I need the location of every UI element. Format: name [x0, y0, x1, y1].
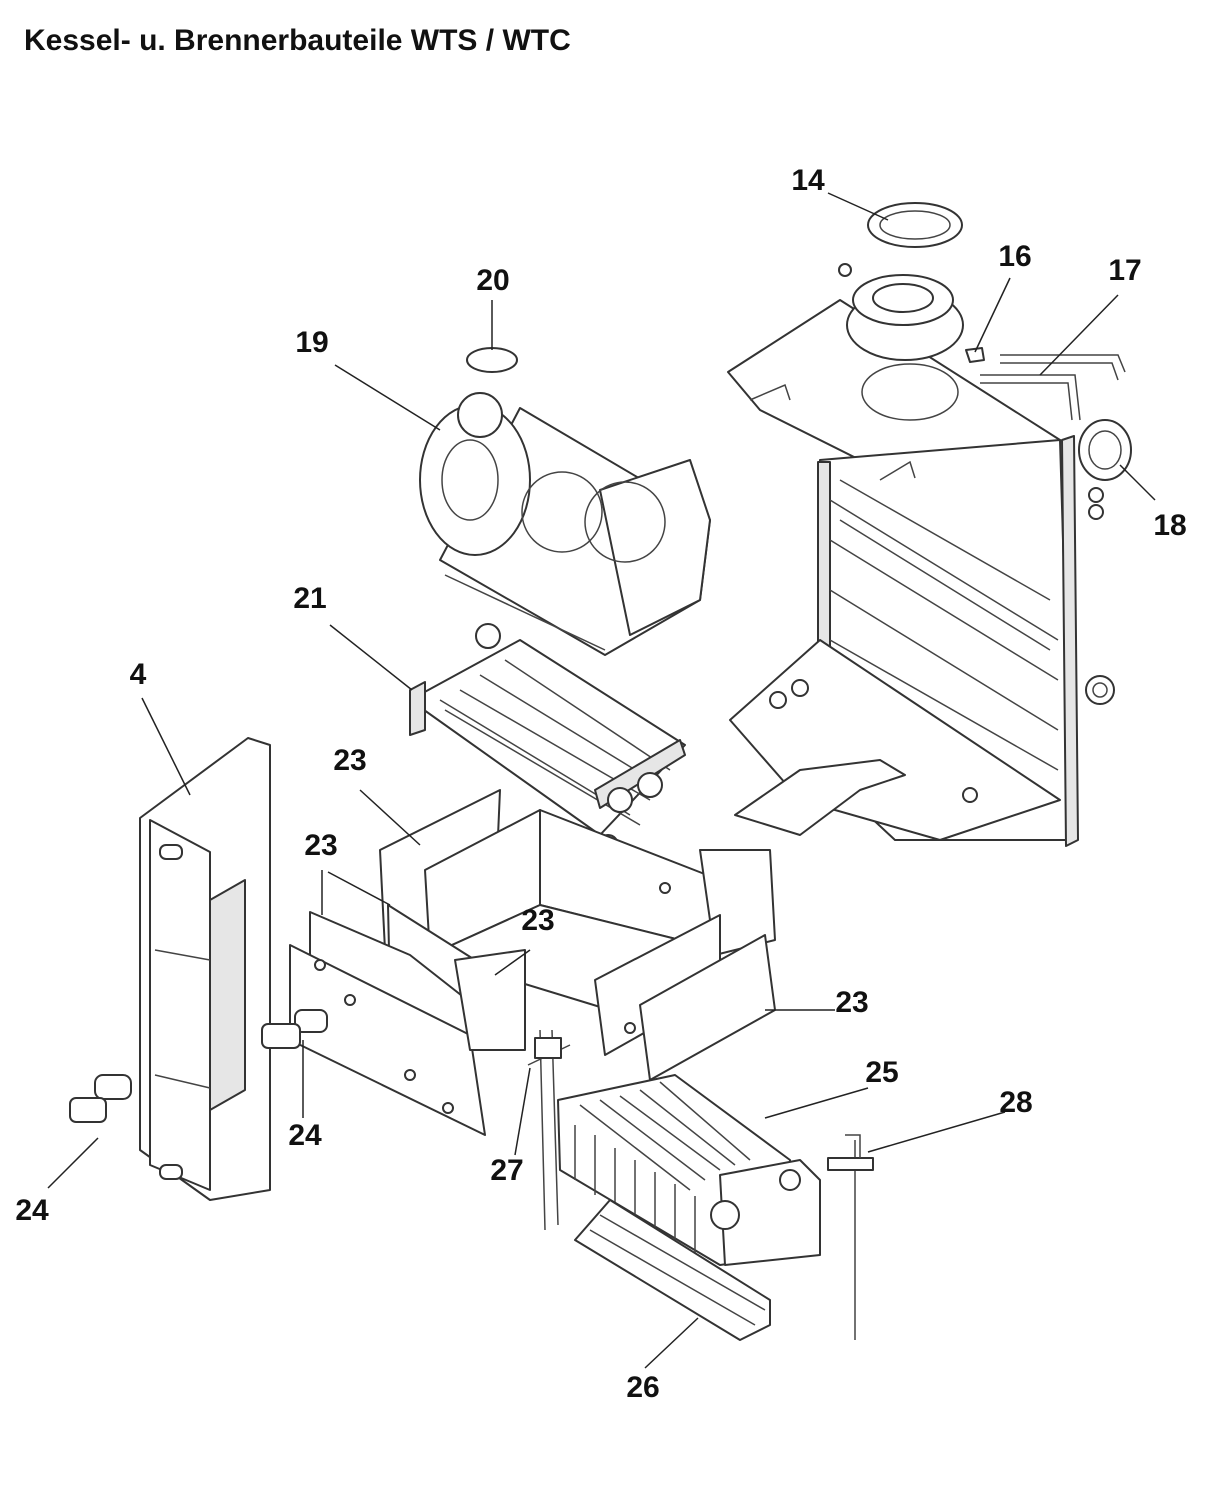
boiler-frame — [727, 299, 1115, 847]
electrode-27 — [527, 1029, 571, 1231]
callout-20: 20 — [476, 264, 509, 297]
sight-glass-24b — [261, 1009, 328, 1049]
callout-18: 18 — [1153, 509, 1186, 542]
callout-23-b: 23 — [304, 829, 337, 862]
callout-23-a: 23 — [333, 744, 366, 777]
burner-25 — [557, 1074, 821, 1266]
fan-assembly-19 — [419, 392, 711, 656]
clip-16 — [965, 347, 985, 363]
combustion-chamber — [289, 789, 776, 1136]
tubes-17 — [980, 354, 1126, 421]
callout-28: 28 — [999, 1086, 1032, 1119]
leader-lines — [47, 192, 1156, 1369]
callout-14: 14 — [791, 164, 825, 197]
callout-4: 4 — [130, 658, 147, 691]
callout-24-a: 24 — [15, 1194, 49, 1227]
callout-16: 16 — [998, 240, 1031, 273]
sight-glass-24a — [69, 1074, 132, 1123]
burner-rail-26 — [574, 1199, 771, 1341]
callout-23-d: 23 — [835, 986, 868, 1019]
callout-25: 25 — [865, 1056, 898, 1089]
callout-27: 27 — [490, 1154, 523, 1187]
flue-adapter — [838, 263, 964, 361]
cap-20 — [466, 347, 518, 373]
callout-26: 26 — [626, 1371, 659, 1404]
callout-labels: 14 16 17 18 19 20 21 4 23 23 23 23 24 24… — [15, 164, 1186, 1404]
seal-ring-14 — [867, 202, 963, 248]
side-panel-4 — [139, 737, 271, 1201]
callout-21: 21 — [293, 582, 326, 615]
callout-23-c: 23 — [521, 904, 554, 937]
diagram-title: Kessel- u. Brennerbauteile WTS / WTC — [24, 24, 571, 57]
pressure-switch-18 — [1078, 419, 1132, 481]
callout-17: 17 — [1108, 254, 1141, 287]
callout-24-b: 24 — [288, 1119, 322, 1152]
electrode-28 — [827, 1134, 874, 1340]
callout-19: 19 — [295, 326, 328, 359]
